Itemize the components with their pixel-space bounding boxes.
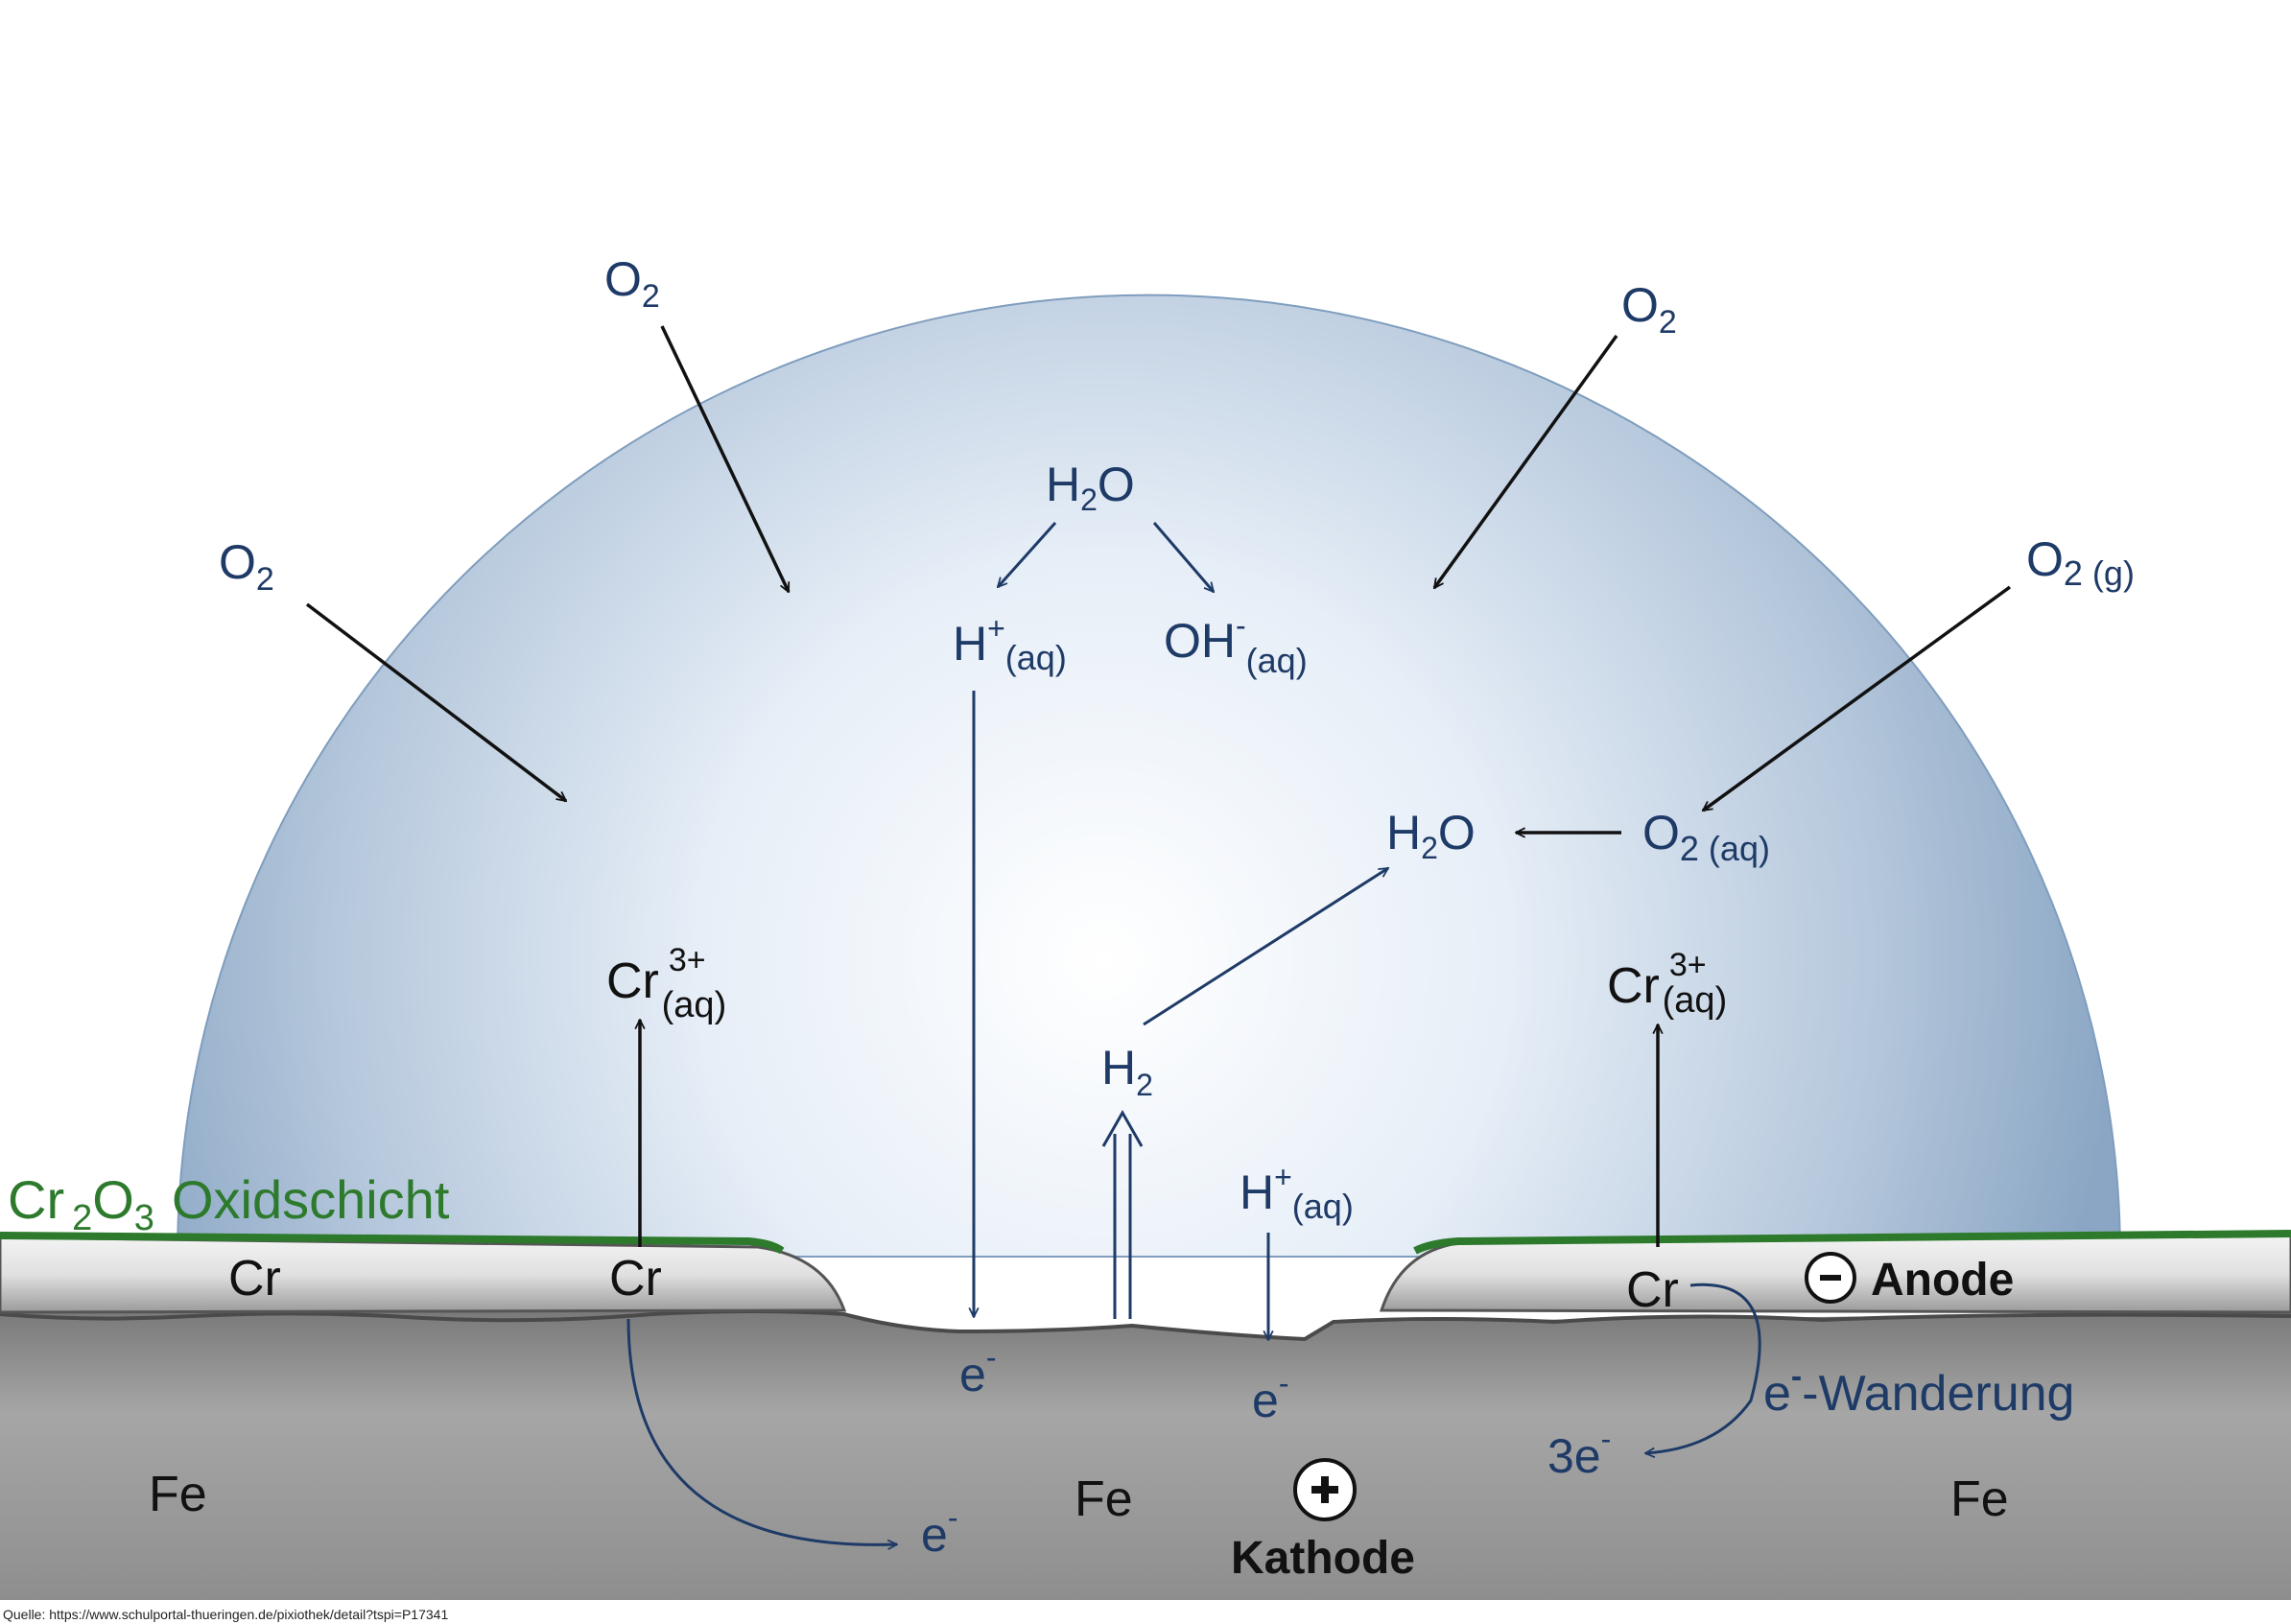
plus-sign-vertical [1321, 1476, 1329, 1503]
label-fe-center: Fe [1075, 1471, 1133, 1527]
iron-surface-line [0, 1309, 2291, 1342]
double-arrow-h2-formation [1101, 1109, 1144, 1319]
arrow-electron-flow-left [626, 1318, 897, 1544]
minus-sign [1820, 1275, 1841, 1281]
water-droplet [176, 294, 2122, 1258]
label-o2-aq: O2 (aq) [1642, 806, 1770, 868]
arrow-o2-top-right [1432, 334, 1618, 588]
arrow-electron-flow-right [1645, 1283, 1761, 1453]
arrow-h2o-to-hplus [998, 521, 1057, 587]
label-o2-top-right: O2 [1621, 278, 1677, 341]
label-anode: Anode [1871, 1255, 2014, 1306]
arrow-h2-to-h2o [1143, 866, 1388, 1026]
label-electron-left-bottom: e- [921, 1500, 957, 1562]
arrow-o2-gas-to-aq [1703, 585, 2012, 812]
label-electron-center: e- [959, 1340, 996, 1401]
label-three-electrons: 3e- [1547, 1422, 1611, 1483]
iron-base [0, 1312, 2291, 1600]
source-credit: Quelle: https://www.schulportal-thuering… [3, 1607, 448, 1622]
label-cr-layer-center: Cr [609, 1251, 662, 1306]
arrow-o2-left [305, 602, 566, 803]
label-hplus-top: H+(aq) [953, 611, 1067, 677]
oxide-layer-right [1413, 1230, 2291, 1255]
chromium-layer-left [0, 1236, 847, 1314]
label-h2o-top: H2O [1046, 458, 1135, 517]
label-h2: H2 [1101, 1041, 1153, 1102]
oxide-layer-left [0, 1232, 785, 1255]
anode-marker: Anode [1805, 1252, 2014, 1306]
label-hplus-lower: H+(aq) [1240, 1160, 1354, 1226]
arrow-o2-top-left [660, 325, 791, 592]
label-o2-left: O2 [219, 535, 274, 598]
kathode-marker: Kathode [1231, 1458, 1415, 1584]
label-o2-gas: O2 (g) [2026, 532, 2135, 593]
label-electron-right: e- [1252, 1366, 1288, 1427]
label-electron-migration: e--Wanderung [1763, 1358, 2074, 1422]
label-cr-layer-right: Cr [1626, 1262, 1679, 1318]
label-h2o-right: H2O [1386, 806, 1476, 865]
label-cr-layer-left: Cr [228, 1251, 281, 1306]
label-fe-right: Fe [1950, 1471, 2009, 1527]
label-oh-minus: OH-(aq) [1164, 608, 1308, 680]
label-fe-left: Fe [149, 1467, 207, 1522]
label-o2-top-left: O2 [604, 252, 660, 315]
label-kathode: Kathode [1231, 1533, 1415, 1584]
arrow-h2o-to-oh [1152, 522, 1214, 592]
